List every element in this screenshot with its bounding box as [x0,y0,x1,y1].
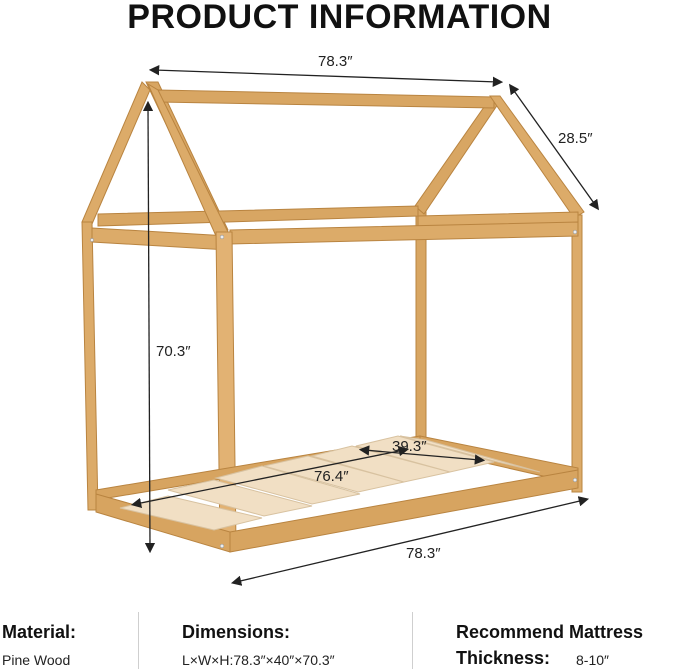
house-bed-illustration [81,64,600,586]
material-value: Pine Wood [2,652,71,668]
dimension-lines [130,64,600,586]
back-frame [97,81,499,463]
dim-bottom-length: 78.3″ [406,545,441,562]
dim-inner-width: 39.3″ [392,438,427,455]
divider-right [412,612,413,669]
mattress-value: 8-10″ [576,652,609,668]
material-label: Material: [2,622,77,642]
far-right-gable [229,95,585,493]
mattress-label-line2: Thickness: [456,648,551,668]
screws [90,229,578,549]
mattress-label-line1: Recommend Mattress [456,622,644,642]
dim-inner-length: 76.4″ [314,468,349,485]
divider-left [138,612,139,669]
page-title: PRODUCT INFORMATION [127,0,552,36]
dim-height: 70.3″ [156,343,191,360]
dimensions-value: L×W×H:78.3″×40″×70.3″ [182,652,335,668]
dim-depth: 28.5″ [558,130,593,147]
dimensions-label: Dimensions: [182,622,291,642]
left-gable [81,81,229,511]
dim-top-width: 78.3″ [318,53,353,70]
